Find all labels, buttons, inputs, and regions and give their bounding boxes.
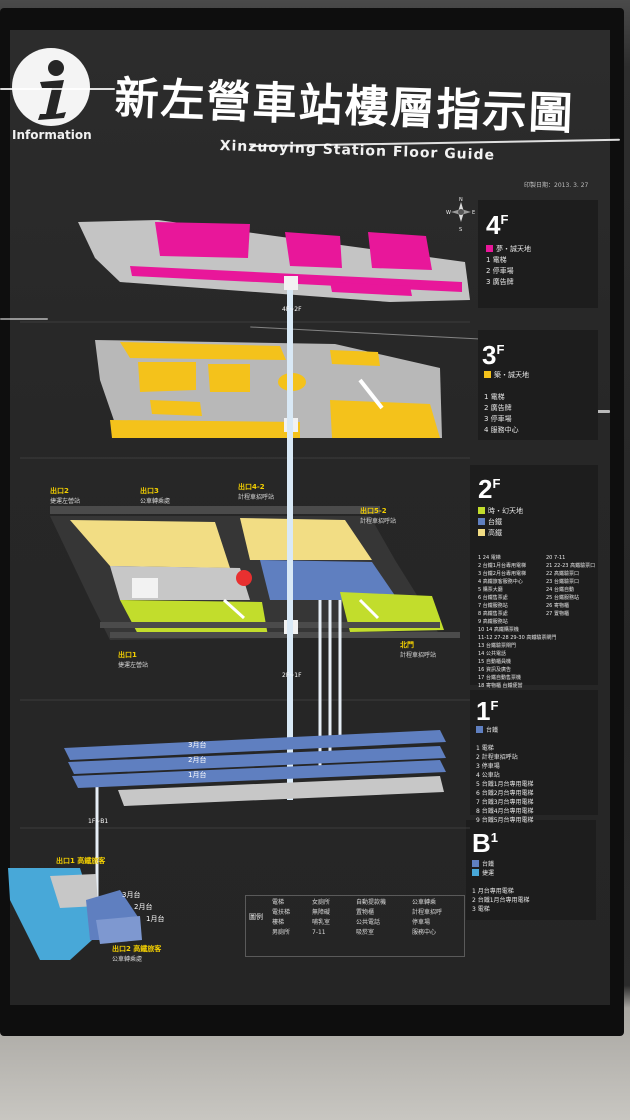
floor-label-2f: 2F [478, 474, 501, 504]
legend-panel-1f [470, 690, 598, 815]
platform-label: 1月台 [146, 915, 165, 923]
platform-label: 3月台 [188, 741, 207, 749]
yellow-swatch [484, 371, 491, 378]
blue-swatch [476, 726, 483, 733]
north-exit-tag: 北門計程車招呼站 [400, 641, 437, 659]
light-reflection [0, 88, 115, 90]
cyan-swatch [472, 869, 479, 876]
lime-swatch [478, 507, 485, 514]
floor-1f-plan [64, 730, 446, 806]
compass-w: W [446, 210, 451, 216]
floor-2f-plan [50, 506, 460, 640]
legend-3f: 築・誠天地 1 電梯 2 廣告牌 3 停車場 4 服務中心 [484, 371, 529, 434]
legend-2f-items-right: 20 7-11 21 22-23 高鐵驗票口 22 高鐵驗票口 23 台鐵驗票口… [546, 555, 596, 617]
compass-icon: N S E W [446, 197, 475, 232]
compass-e: E [472, 210, 475, 216]
compass-s: S [459, 227, 462, 232]
floor-label-b1: B1 [472, 828, 499, 858]
legend-panel-4f [478, 200, 598, 308]
legend-panel-b1 [466, 820, 596, 920]
floor-b1-plan [8, 868, 142, 960]
map-key [245, 895, 465, 957]
elevator-shaft [287, 290, 293, 800]
floor-4f-plan [78, 220, 470, 302]
legend-panel-2f [470, 465, 598, 685]
compass-n: N [459, 197, 463, 203]
b1-exit-2-tag: 出口2 高鐵旅客公車轉乘處 [112, 945, 162, 963]
print-date: 印製日期：2013. 3. 27 [524, 182, 589, 189]
b1-exit-1-tag: 出口1 高鐵旅客 [56, 857, 106, 865]
platform-label: 3月台 [122, 891, 141, 899]
blue-swatch [472, 860, 479, 867]
floor-label-3f: 3F [482, 340, 505, 370]
legend-4f: 夢・誠天地 1 電梯 2 停車場 3 廣告牌 [486, 245, 531, 286]
platform-label: 2月台 [134, 903, 153, 911]
platform-label: 2月台 [188, 756, 207, 764]
legend-b1: 台鐵 捷運 1 月台專用電梯 2 台鐵1月台專用電梯 3 電梯 [472, 860, 530, 913]
elevator-label: 4F~2F [282, 306, 302, 313]
legend-2f-items-left: 1 24 電梯 2 台鐵1月台專用電梯 3 台鐵2月台專用電梯 4 高鐵旅客服務… [478, 555, 557, 689]
elevator-label: 2F~1F [282, 672, 302, 679]
platform-label: 1月台 [188, 771, 207, 779]
map-key-title: 圖例 [249, 913, 263, 921]
light-yellow-swatch [478, 529, 485, 536]
floor-label-1f: 1F [476, 696, 499, 726]
legend-2f: 時・幻天地 台鐵 高鐵 [478, 506, 523, 539]
floor-3f-plan [95, 340, 442, 438]
blue-swatch [478, 518, 485, 525]
legend-panel-3f [478, 330, 598, 440]
light-reflection [0, 318, 48, 320]
elevator-label: 1F~B1 [88, 818, 109, 825]
legend-1f: 台鐵 1 電梯 2 計程車招呼站 3 停車場 4 公車站 5 台鐵1月台專用電梯… [476, 726, 534, 824]
information-icon [12, 48, 90, 126]
information-label: Information [12, 128, 92, 142]
pink-swatch [486, 245, 493, 252]
floor-label-4f: 4F [486, 210, 509, 240]
